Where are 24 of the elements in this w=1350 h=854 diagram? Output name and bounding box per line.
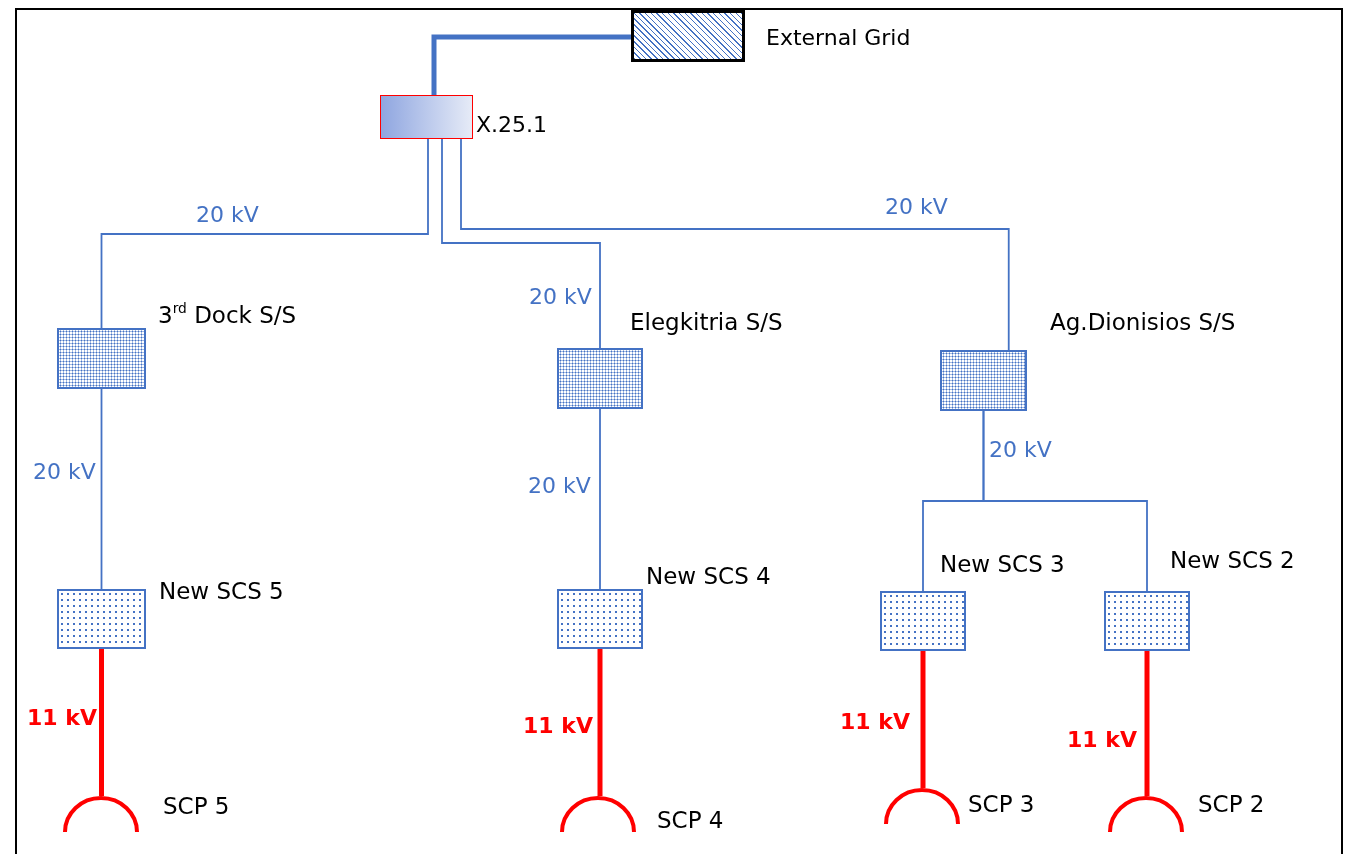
- substation-label: Ag.Dionisios S/S: [1050, 310, 1236, 336]
- connector-line: [597, 649, 603, 796]
- station-label: New SCS 4: [646, 564, 771, 590]
- connection-point-label: SCP 4: [657, 808, 724, 834]
- substation-label: Elegkitria S/S: [630, 310, 783, 336]
- connector-line: [441, 138, 601, 349]
- connector-line: [1144, 651, 1150, 796]
- node-label: X.25.1: [476, 113, 548, 138]
- station-label: New SCS 2: [1170, 548, 1295, 574]
- connector-line: [431, 34, 631, 95]
- node-label: External Grid: [766, 26, 911, 51]
- station-label: New SCS 5: [159, 579, 284, 605]
- connector-line: [920, 651, 926, 788]
- connector-line: [100, 388, 103, 590]
- connector-line: [460, 138, 1010, 351]
- substation-label: 3$^{rd}$ Dock S/S: [158, 303, 297, 329]
- connector-line: [100, 138, 429, 329]
- station-label: New SCS 3: [940, 552, 1065, 578]
- connector-line: [982, 410, 1148, 592]
- connection-point-label: SCP 2: [1198, 792, 1265, 818]
- connection-point-label: SCP 3: [968, 792, 1035, 818]
- connector-line: [99, 649, 104, 796]
- connector-line: [599, 408, 601, 590]
- connection-point-label: SCP 5: [163, 794, 230, 820]
